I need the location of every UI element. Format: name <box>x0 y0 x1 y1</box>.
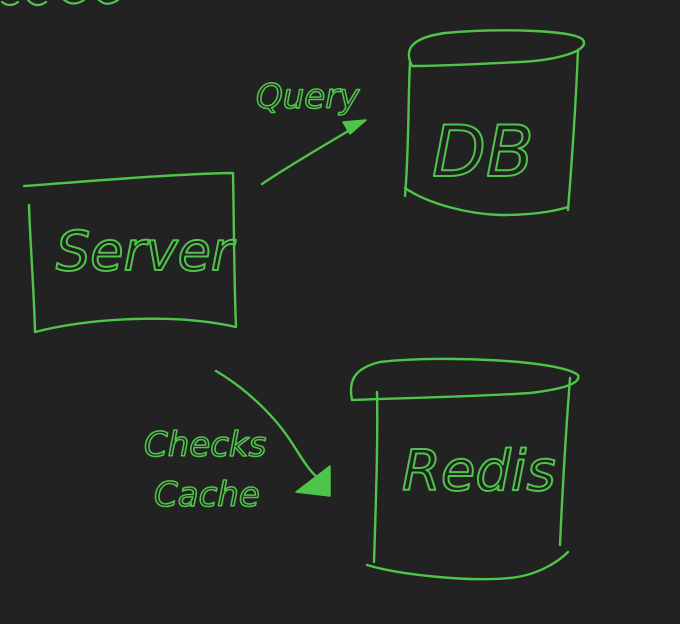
db-label: DB <box>432 111 534 193</box>
db-node[interactable]: DB <box>403 29 586 217</box>
db-cylinder-body <box>403 48 580 217</box>
arrow-head-query <box>342 119 367 135</box>
db-cylinder-top <box>407 29 586 68</box>
redis-cylinder-body <box>365 376 572 581</box>
server-label: Server <box>56 220 236 283</box>
arrow-line-query <box>260 122 362 186</box>
checks-label: Checks <box>144 425 266 465</box>
server-box <box>22 171 238 334</box>
redis-node[interactable]: Redis <box>349 357 580 581</box>
edge-server-redis: Checks Cache <box>143 369 331 516</box>
arrow-head-cache <box>295 465 331 497</box>
edge-server-db: Query <box>255 76 367 186</box>
redis-label: Redis <box>402 439 556 504</box>
arrow-line-cache <box>214 369 320 480</box>
redis-cylinder-top <box>349 357 580 402</box>
partial-scribble <box>0 0 120 7</box>
query-label: Query <box>256 77 360 117</box>
cache-label: Cache <box>154 475 260 515</box>
server-node[interactable]: Server <box>22 171 238 334</box>
